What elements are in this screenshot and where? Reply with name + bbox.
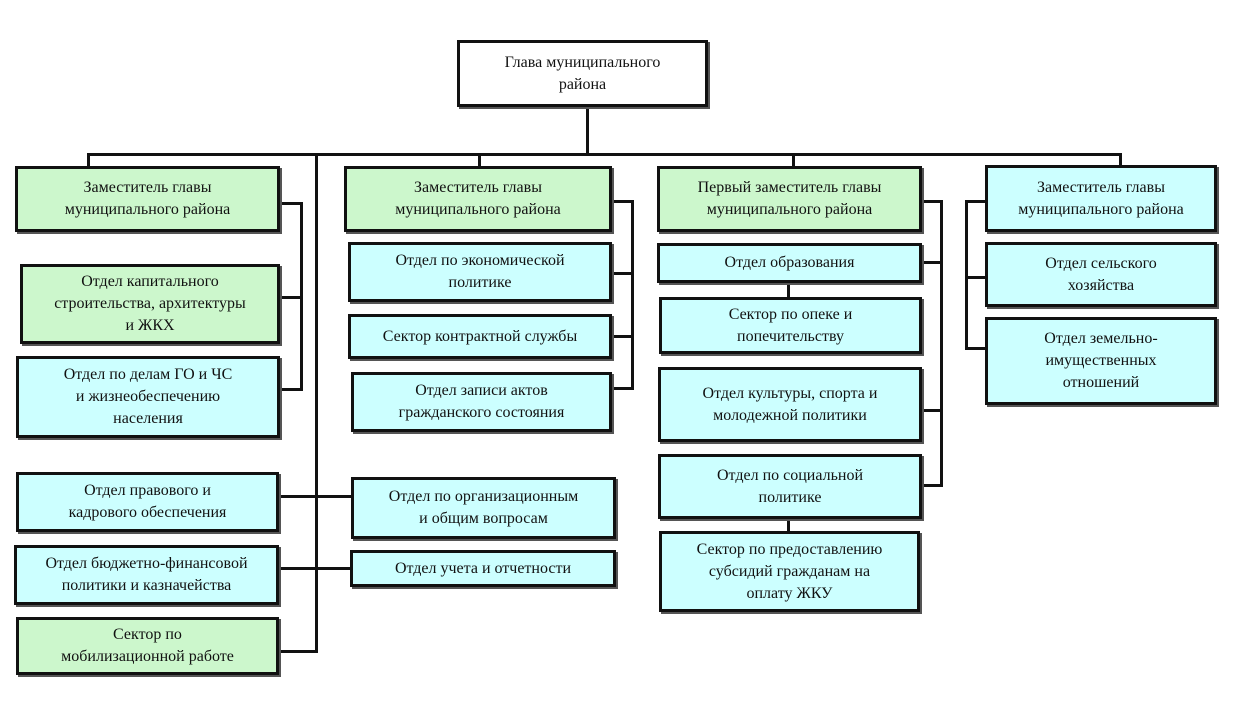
- connector-col1-unit1: [279, 296, 303, 299]
- deputy-label: Заместитель главы муниципального района: [395, 179, 561, 218]
- connector-col2-drop: [478, 153, 481, 167]
- unit-label: Сектор по опеке и попечительству: [728, 305, 853, 345]
- connector-col3-unit3: [920, 409, 943, 412]
- unit-label: Отдел по экономической политике: [395, 252, 565, 291]
- connector-col3-bracket: [920, 200, 943, 203]
- connector-col4-unit2: [965, 347, 987, 350]
- direct-unit-box: Отдел бюджетно-финансовой политики и каз…: [14, 545, 279, 605]
- unit-box: Отдел по социальной политике: [658, 454, 922, 519]
- unit-box: Сектор контрактной службы: [348, 314, 612, 359]
- connector-col3-unit1: [920, 261, 943, 264]
- unit-box: Сектор по опеке и попечительству: [659, 297, 922, 354]
- unit-label: Отдел культуры, спорта и молодежной поли…: [702, 384, 878, 424]
- unit-box: Отдел культуры, спорта и молодежной поли…: [658, 367, 922, 442]
- direct-unit-box: Отдел правового и кадрового обеспечения: [16, 472, 279, 532]
- connector-direct-row3: [278, 650, 318, 653]
- connector-col2-unit2: [612, 335, 634, 338]
- unit-label: Отдел по организационным и общим вопроса…: [388, 488, 579, 527]
- direct-unit-box: Отдел учета и отчетности: [350, 550, 616, 587]
- head-label: Глава муниципального района: [504, 53, 661, 93]
- unit-box: Отдел образования: [657, 243, 922, 283]
- unit-label: Отдел учета и отчетности: [394, 559, 572, 577]
- connector-col1-bracket: [279, 202, 303, 205]
- unit-box: Отдел сельского хозяйства: [985, 242, 1217, 307]
- connector-col3-sub1: [787, 281, 790, 298]
- connector-col2-unit3: [612, 387, 634, 390]
- connector-col1-unit2: [279, 388, 303, 391]
- unit-box: Отдел капитального строительства, архите…: [20, 264, 280, 344]
- connector-col3-unit4: [920, 484, 943, 487]
- unit-label: Сектор контрактной службы: [382, 327, 578, 345]
- connector-direct-spine: [315, 153, 318, 653]
- deputy-box-3: Первый заместитель главы муниципального …: [657, 166, 922, 232]
- unit-label: Отдел земельно- имущественных отношений: [1044, 330, 1158, 391]
- head-box: Глава муниципального района: [457, 40, 708, 107]
- connector-col2-bracket: [612, 200, 634, 203]
- unit-label: Отдел сельского хозяйства: [1045, 254, 1157, 294]
- direct-unit-box: Сектор по мобилизационной работе: [16, 617, 279, 675]
- unit-label: Отдел капитального строительства, архите…: [54, 273, 246, 334]
- connector-col1-drop: [87, 153, 90, 167]
- connector-col3-sub2: [787, 517, 790, 533]
- connector-col4-unit1: [965, 276, 987, 279]
- unit-box: Отдел записи актов гражданского состояни…: [351, 372, 612, 432]
- unit-label: Отдел записи актов гражданского состояни…: [398, 382, 565, 421]
- connector-direct-row2: [278, 567, 352, 570]
- connector-col4-bracket-v: [965, 200, 968, 350]
- connector-col4-drop: [1119, 153, 1122, 167]
- unit-label: Сектор по предоставлению субсидий гражда…: [696, 540, 883, 602]
- unit-label: Отдел по делам ГО и ЧС и жизнеобеспечени…: [63, 366, 233, 427]
- unit-label: Отдел образования: [724, 254, 855, 271]
- unit-box: Отдел по экономической политике: [348, 242, 612, 302]
- deputy-box-1: Заместитель главы муниципального района: [15, 166, 280, 232]
- direct-unit-box: Отдел по организационным и общим вопроса…: [351, 477, 616, 539]
- connector-col3-drop: [792, 153, 795, 167]
- deputy-box-2: Заместитель главы муниципального района: [344, 166, 612, 232]
- unit-box: Отдел земельно- имущественных отношений: [985, 317, 1217, 405]
- deputy-box-4: Заместитель главы муниципального района: [985, 165, 1217, 232]
- unit-box: Сектор по предоставлению субсидий гражда…: [659, 531, 920, 612]
- unit-label: Сектор по мобилизационной работе: [61, 626, 234, 665]
- unit-box: Отдел по делам ГО и ЧС и жизнеобеспечени…: [16, 356, 280, 438]
- connector-col3-bracket-v: [940, 200, 943, 487]
- unit-label: Отдел по социальной политике: [717, 466, 863, 506]
- deputy-label: Заместитель главы муниципального района: [1018, 178, 1184, 218]
- unit-label: Отдел правового и кадрового обеспечения: [68, 482, 227, 521]
- unit-label: Отдел бюджетно-финансовой политики и каз…: [45, 555, 248, 594]
- deputy-label: Первый заместитель главы муниципального …: [697, 179, 882, 218]
- connector-direct-row1: [278, 495, 352, 498]
- connector-col2-unit1: [612, 272, 634, 275]
- connector-col4-bracket: [965, 200, 987, 203]
- connector-head-down: [586, 105, 589, 155]
- deputy-label: Заместитель главы муниципального района: [64, 179, 231, 218]
- connector-main-bus: [87, 153, 1122, 156]
- connector-col2-bracket-v: [631, 200, 634, 390]
